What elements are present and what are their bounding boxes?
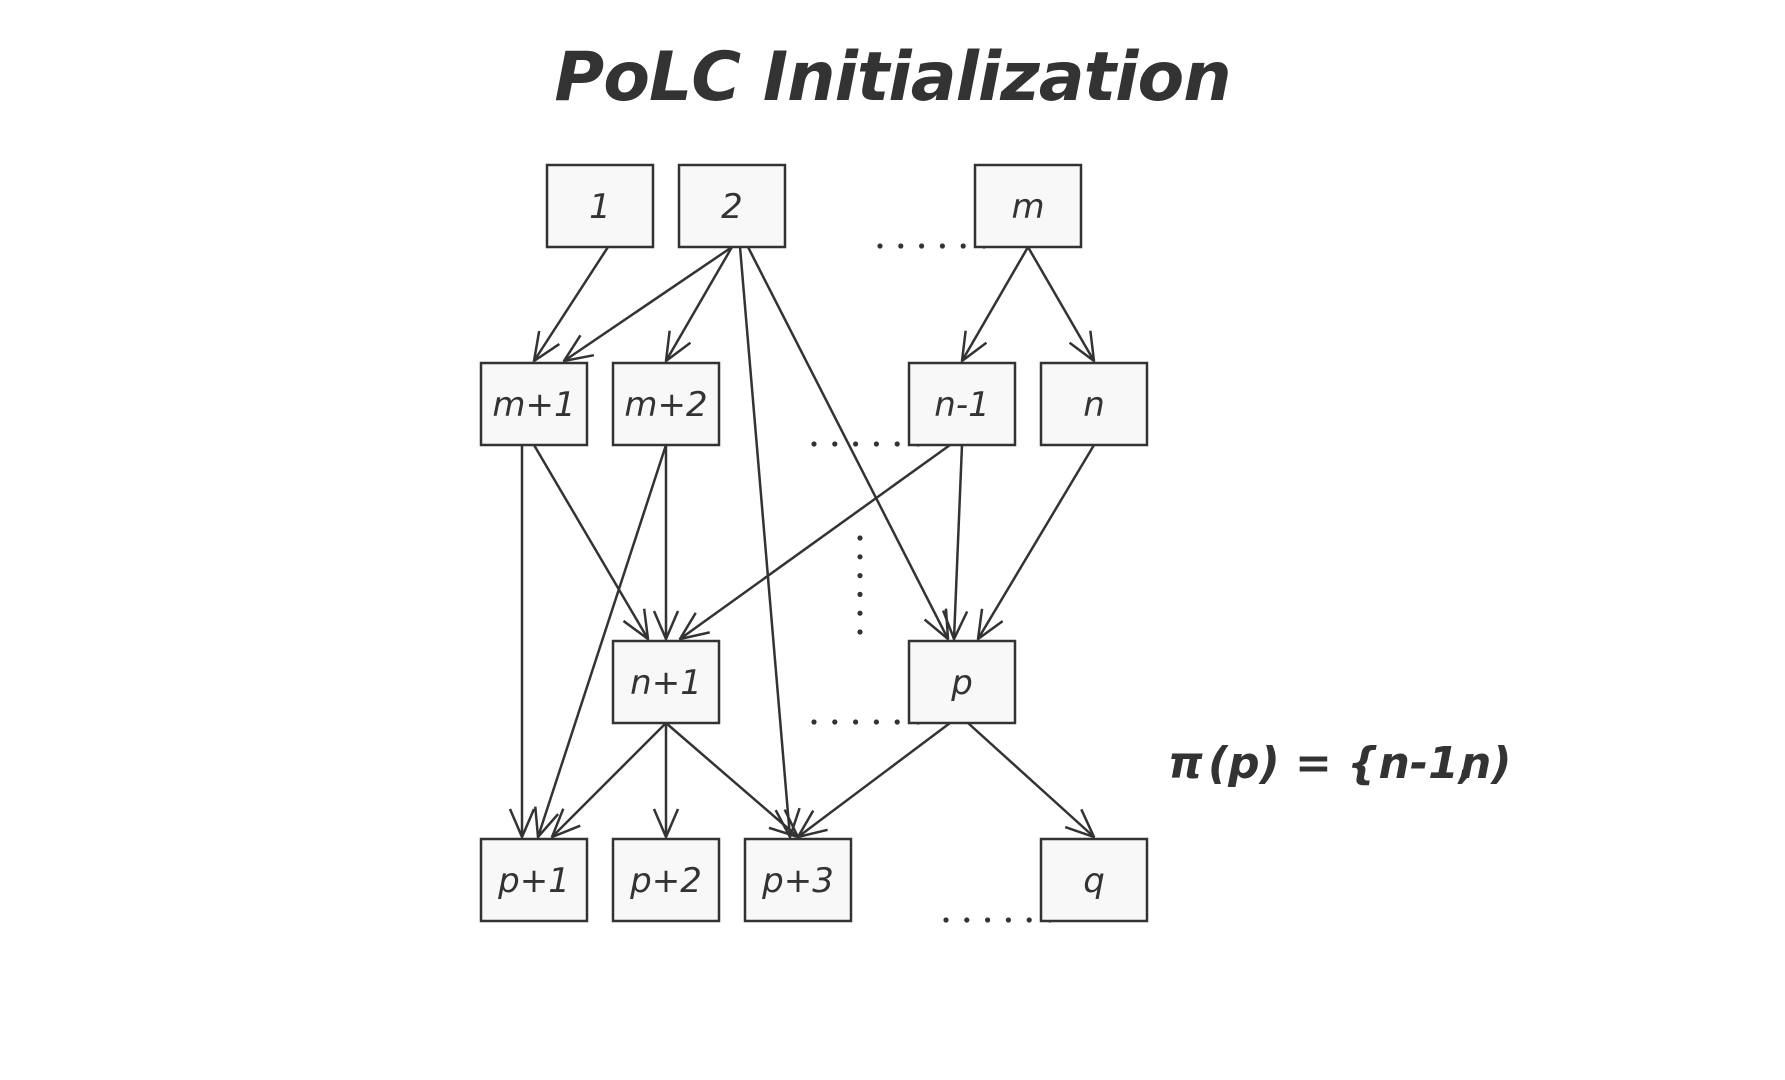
row3-ellipsis-dot: [873, 719, 880, 725]
ellipsis-layer: [811, 243, 1053, 923]
row3-ellipsis-dot: [832, 719, 838, 725]
node-box: [1039, 361, 1149, 447]
row4-ellipsis-dot: [985, 917, 991, 923]
node-n_1: n-1: [907, 361, 1017, 447]
node-box: [907, 639, 1017, 725]
vertical-ellipsis-dot: [857, 591, 863, 598]
edges-layer: [522, 245, 1096, 837]
node-p1: p+1: [479, 837, 589, 923]
edge-n_1-to-n1: [680, 443, 951, 639]
edge-n_1-to-p: [954, 444, 962, 639]
edge-n1-to-p1: [552, 722, 667, 837]
edge-p-to-p3: [798, 722, 951, 837]
node-box: [479, 837, 589, 923]
row3-ellipsis-dot: [894, 719, 900, 725]
node-q: q: [1039, 837, 1149, 923]
node-label: p+2: [629, 861, 702, 901]
node-box: [743, 837, 853, 923]
node-box: [611, 639, 721, 725]
node-p: p: [907, 639, 1017, 725]
row1-ellipsis-dot: [960, 243, 966, 249]
row4-ellipsis-dot: [1026, 917, 1032, 923]
edge-2-to-p3: [738, 246, 790, 837]
node-box: [611, 837, 721, 923]
row2-ellipsis-dot: [811, 441, 817, 447]
row2-ellipsis-dot: [873, 441, 880, 447]
edge-2-to-m1: [564, 245, 733, 361]
row4-ellipsis-dot: [943, 917, 949, 923]
diagram-title: PoLC Initialization: [554, 38, 1231, 117]
formula-last: n): [1460, 738, 1511, 789]
node-m: m: [973, 163, 1083, 249]
node-label: p+1: [497, 861, 570, 901]
edge-m-to-n: [1026, 246, 1094, 361]
vertical-ellipsis-dot: [857, 610, 863, 616]
node-p2: p+2: [611, 837, 721, 923]
node-box: [479, 361, 589, 447]
node-box: [611, 361, 721, 447]
node-label: m: [1011, 187, 1044, 227]
vertical-ellipsis-dot: [857, 629, 863, 635]
row3-ellipsis-dot: [853, 719, 859, 725]
row1-ellipsis-dot: [898, 243, 904, 249]
node-label: n-1: [934, 385, 989, 425]
edge-2-to-m2: [666, 246, 734, 361]
vertical-ellipsis-dot: [857, 535, 863, 541]
edge-n-to-p: [978, 444, 1096, 639]
node-box: [545, 163, 655, 249]
nodes-layer: 1 2 m m+1 m+2 n-1 n n+1 p p+1 p+2 p+3 q: [479, 163, 1149, 923]
vertical-ellipsis-dot: [857, 554, 863, 560]
row1-ellipsis-dot: [877, 243, 883, 249]
node-2: 2: [677, 163, 787, 249]
node-label: p+3: [761, 861, 834, 901]
edge-n1-to-p3: [665, 722, 798, 837]
node-label: p: [950, 663, 973, 703]
row4-ellipsis-dot: [1005, 917, 1012, 923]
edge-m-to-n_1: [962, 246, 1030, 361]
edge-1-to-m1: [534, 246, 610, 361]
node-label: n: [1083, 385, 1105, 425]
vertical-ellipsis-dot: [857, 573, 863, 579]
row1-ellipsis-dot: [939, 243, 946, 249]
node-label: m+1: [492, 385, 575, 425]
node-m2: m+2: [611, 361, 721, 447]
row2-ellipsis-dot: [832, 441, 838, 447]
node-box: [907, 361, 1017, 447]
node-label: q: [1083, 861, 1105, 901]
node-label: 1: [589, 187, 611, 227]
node-p3: p+3: [743, 837, 853, 923]
parent-set-formula: π (p) = {n-1, n): [1168, 738, 1511, 789]
formula-pi: π: [1168, 738, 1203, 789]
node-label: 2: [721, 187, 743, 227]
node-label: m+2: [624, 385, 707, 425]
node-n: n: [1039, 361, 1149, 447]
edge-2-to-p: [746, 246, 948, 639]
row1-ellipsis-dot: [919, 243, 925, 249]
node-box: [973, 163, 1083, 249]
node-m1: m+1: [479, 361, 589, 447]
edge-m1-to-n1: [532, 444, 648, 639]
edge-m2-to-p1: [538, 444, 668, 837]
node-1: 1: [545, 163, 655, 249]
formula-argument: (p) = {n-1,: [1208, 738, 1475, 789]
node-box: [1039, 837, 1149, 923]
row2-ellipsis-dot: [894, 441, 900, 447]
row2-ellipsis-dot: [853, 441, 859, 447]
node-n1: n+1: [611, 639, 721, 725]
node-box: [677, 163, 787, 249]
node-label: n+1: [630, 663, 702, 703]
row4-ellipsis-dot: [964, 917, 970, 923]
row3-ellipsis-dot: [811, 719, 817, 725]
edge-p-to-q: [967, 722, 1094, 837]
